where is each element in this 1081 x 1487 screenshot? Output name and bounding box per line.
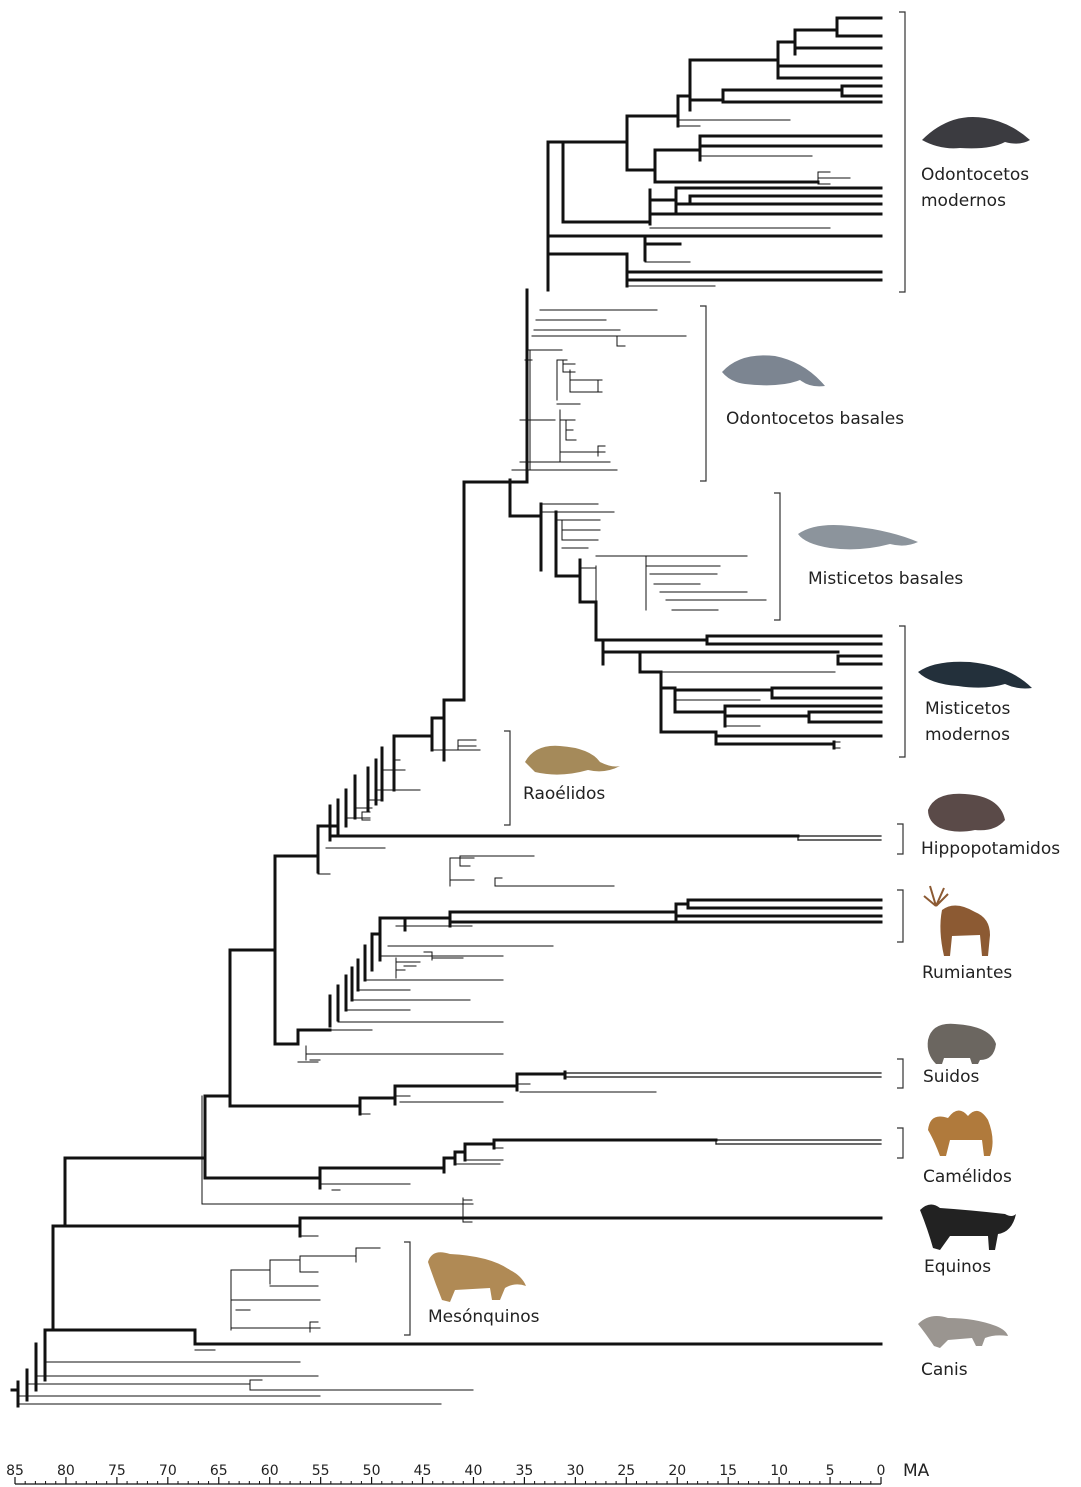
label-suidos: Suidos: [923, 1064, 979, 1090]
axis-tick-label: 75: [108, 1463, 126, 1479]
label-mesonquinos: Mesónquinos: [428, 1304, 539, 1330]
label-hippopotamidos: Hippopotamidos: [921, 836, 1060, 862]
label-camelidos: Camélidos: [923, 1164, 1012, 1190]
bracket-hippopotamidos: [897, 824, 903, 854]
deer-icon: [924, 886, 990, 956]
axis-tick-label: 40: [465, 1463, 483, 1479]
bracket-rumiantes: [897, 890, 903, 942]
axis-tick-label: 70: [159, 1463, 177, 1479]
axis-tick-label: 85: [6, 1463, 24, 1479]
bracket-mesonquinos: [404, 1242, 410, 1335]
label-rumiantes: Rumiantes: [922, 960, 1012, 986]
bracket-odontocetos-basales: [700, 306, 706, 481]
camel-icon: [928, 1110, 993, 1156]
dolphin-icon: [922, 117, 1030, 148]
label-misticetos-basales: Misticetos basales: [808, 566, 963, 592]
axis-tick-label: 25: [617, 1463, 635, 1479]
basal-whale-icon: [722, 355, 825, 386]
tree-branches: [12, 18, 881, 1406]
axis-tick-label: 45: [414, 1463, 432, 1479]
humpback-whale-icon: [918, 662, 1032, 689]
axis-tick-label: 50: [363, 1463, 381, 1479]
axis-tick-label: 5: [826, 1463, 835, 1479]
axis-tick-label: 10: [770, 1463, 788, 1479]
bracket-raoelidos: [504, 731, 510, 825]
label-canis: Canis: [921, 1357, 968, 1383]
wolf-icon: [918, 1316, 1008, 1348]
axis-tick-label: 20: [668, 1463, 686, 1479]
label-equinos: Equinos: [924, 1254, 991, 1280]
mesonychid-icon: [428, 1252, 526, 1302]
basal-baleen-whale-icon: [798, 525, 918, 549]
axis-tick-label: 35: [515, 1463, 533, 1479]
axis-tick-label: 55: [312, 1463, 330, 1479]
axis-unit-label: MA: [903, 1461, 929, 1481]
axis-tick-label: 15: [719, 1463, 737, 1479]
zebra-icon: [920, 1204, 1016, 1250]
label-odontocetos-basales: Odontocetos basales: [726, 406, 904, 432]
hippo-icon: [928, 794, 1005, 832]
bracket-camelidos: [897, 1128, 903, 1158]
axis-tick-label: 80: [57, 1463, 75, 1479]
axis-tick-label: 65: [210, 1463, 228, 1479]
axis-tick-label: 0: [877, 1463, 886, 1479]
label-raoelidos: Raoélidos: [523, 781, 605, 807]
axis-tick-label: 30: [566, 1463, 584, 1479]
axis-tick-label: 60: [261, 1463, 279, 1479]
bracket-odontocetos-modernos: [899, 12, 905, 292]
warthog-icon: [928, 1024, 996, 1064]
bracket-misticetos-basales: [774, 493, 780, 620]
raoellid-icon: [525, 746, 620, 775]
bracket-misticetos-modernos: [899, 626, 905, 757]
bracket-suidos: [897, 1059, 903, 1088]
